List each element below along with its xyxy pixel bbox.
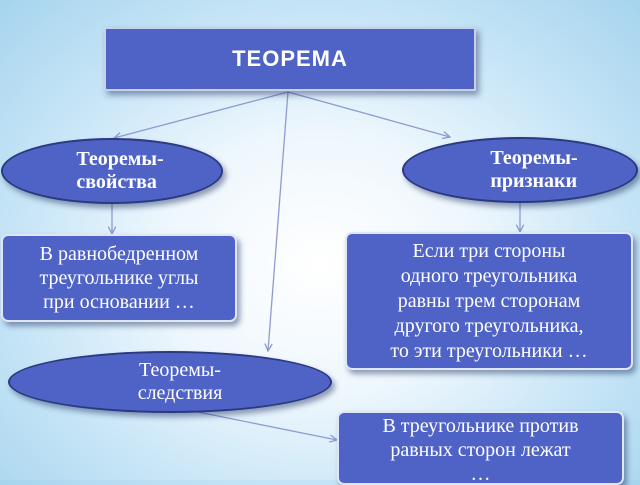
criteria-theorems-label: Теоремы- признаки xyxy=(490,147,578,192)
theorem-title: ТЕОРЕМА xyxy=(104,27,476,91)
arrow-title-to-criteria xyxy=(287,91,450,137)
corollaries-theorems-node: Теоремы- следствия xyxy=(8,351,332,413)
arrow-title-to-corollaries xyxy=(268,91,289,351)
properties-theorems-label: Теоремы- свойства xyxy=(76,148,164,193)
isosceles-theorem-box: В равнобедренном треугольнике углы при о… xyxy=(1,234,237,322)
arrow-title-to-properties xyxy=(114,91,289,138)
corollaries-theorems-label: Теоремы- следствия xyxy=(137,359,223,404)
equal-sides-theorem-box: В треугольнике против равных сторон лежа… xyxy=(337,411,624,485)
arrow-corollaries-to-equal-sides xyxy=(197,411,337,440)
properties-theorems-node: Теоремы- свойства xyxy=(1,138,223,204)
three-sides-theorem-text: Если три стороны одного треугольника рав… xyxy=(390,239,588,362)
isosceles-theorem-text: В равнобедренном треугольнике углы при о… xyxy=(39,243,199,313)
three-sides-theorem-box: Если три стороны одного треугольника рав… xyxy=(345,232,633,370)
criteria-theorems-node: Теоремы- признаки xyxy=(402,137,638,203)
equal-sides-theorem-text: В треугольнике против равных сторон лежа… xyxy=(382,415,579,485)
